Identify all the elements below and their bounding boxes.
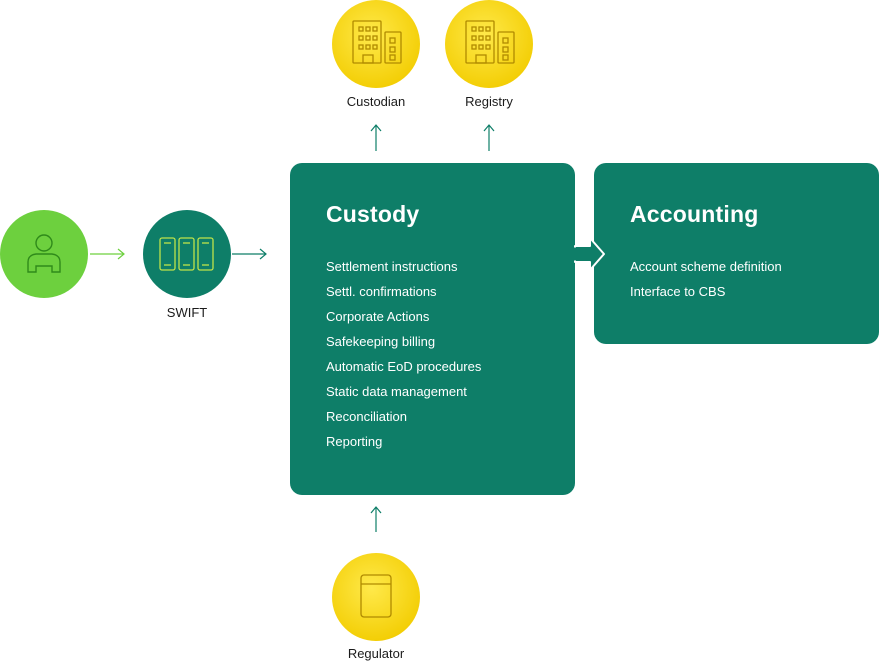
building-icon xyxy=(465,20,515,64)
list-item: Automatic EoD procedures xyxy=(326,359,482,374)
custody-title: Custody xyxy=(326,201,420,227)
list-item: Settlement instructions xyxy=(326,259,458,274)
list-item: Interface to CBS xyxy=(630,284,726,299)
accounting-title: Accounting xyxy=(630,201,759,227)
regulator-label: Regulator xyxy=(347,646,405,661)
list-item: Safekeeping billing xyxy=(326,334,436,349)
arrow-custody-to-custodian xyxy=(370,124,382,151)
server-icon xyxy=(159,237,214,271)
document-icon xyxy=(360,574,392,618)
accounting-list: Account scheme definition Interface to C… xyxy=(630,254,879,304)
user-node[interactable] xyxy=(0,210,88,298)
arrow-swift-to-custody xyxy=(232,248,267,260)
custodian-node[interactable] xyxy=(332,0,420,88)
accounting-box[interactable]: Accounting Account scheme definition Int… xyxy=(594,163,879,344)
registry-node[interactable] xyxy=(445,0,533,88)
arrow-regulator-to-custody xyxy=(370,506,382,532)
person-icon xyxy=(27,234,61,273)
regulator-node[interactable] xyxy=(332,553,420,641)
registry-label: Registry xyxy=(465,94,513,109)
swift-node[interactable] xyxy=(143,210,231,298)
list-item: Settl. confirmations xyxy=(326,284,437,299)
list-item: Reconciliation xyxy=(326,409,407,424)
swift-label: SWIFT xyxy=(166,305,208,320)
list-item: Static data management xyxy=(326,384,467,399)
custody-list: Settlement instructions Settl. confirmat… xyxy=(326,254,575,454)
arrow-custody-to-registry xyxy=(483,124,495,151)
custodian-label: Custodian xyxy=(346,94,406,109)
custody-box[interactable]: Custody Settlement instructions Settl. c… xyxy=(290,163,575,495)
list-item: Corporate Actions xyxy=(326,309,430,324)
arrow-user-to-swift xyxy=(90,248,125,260)
building-icon xyxy=(352,20,402,64)
list-item: Account scheme definition xyxy=(630,259,782,274)
list-item: Reporting xyxy=(326,434,383,449)
